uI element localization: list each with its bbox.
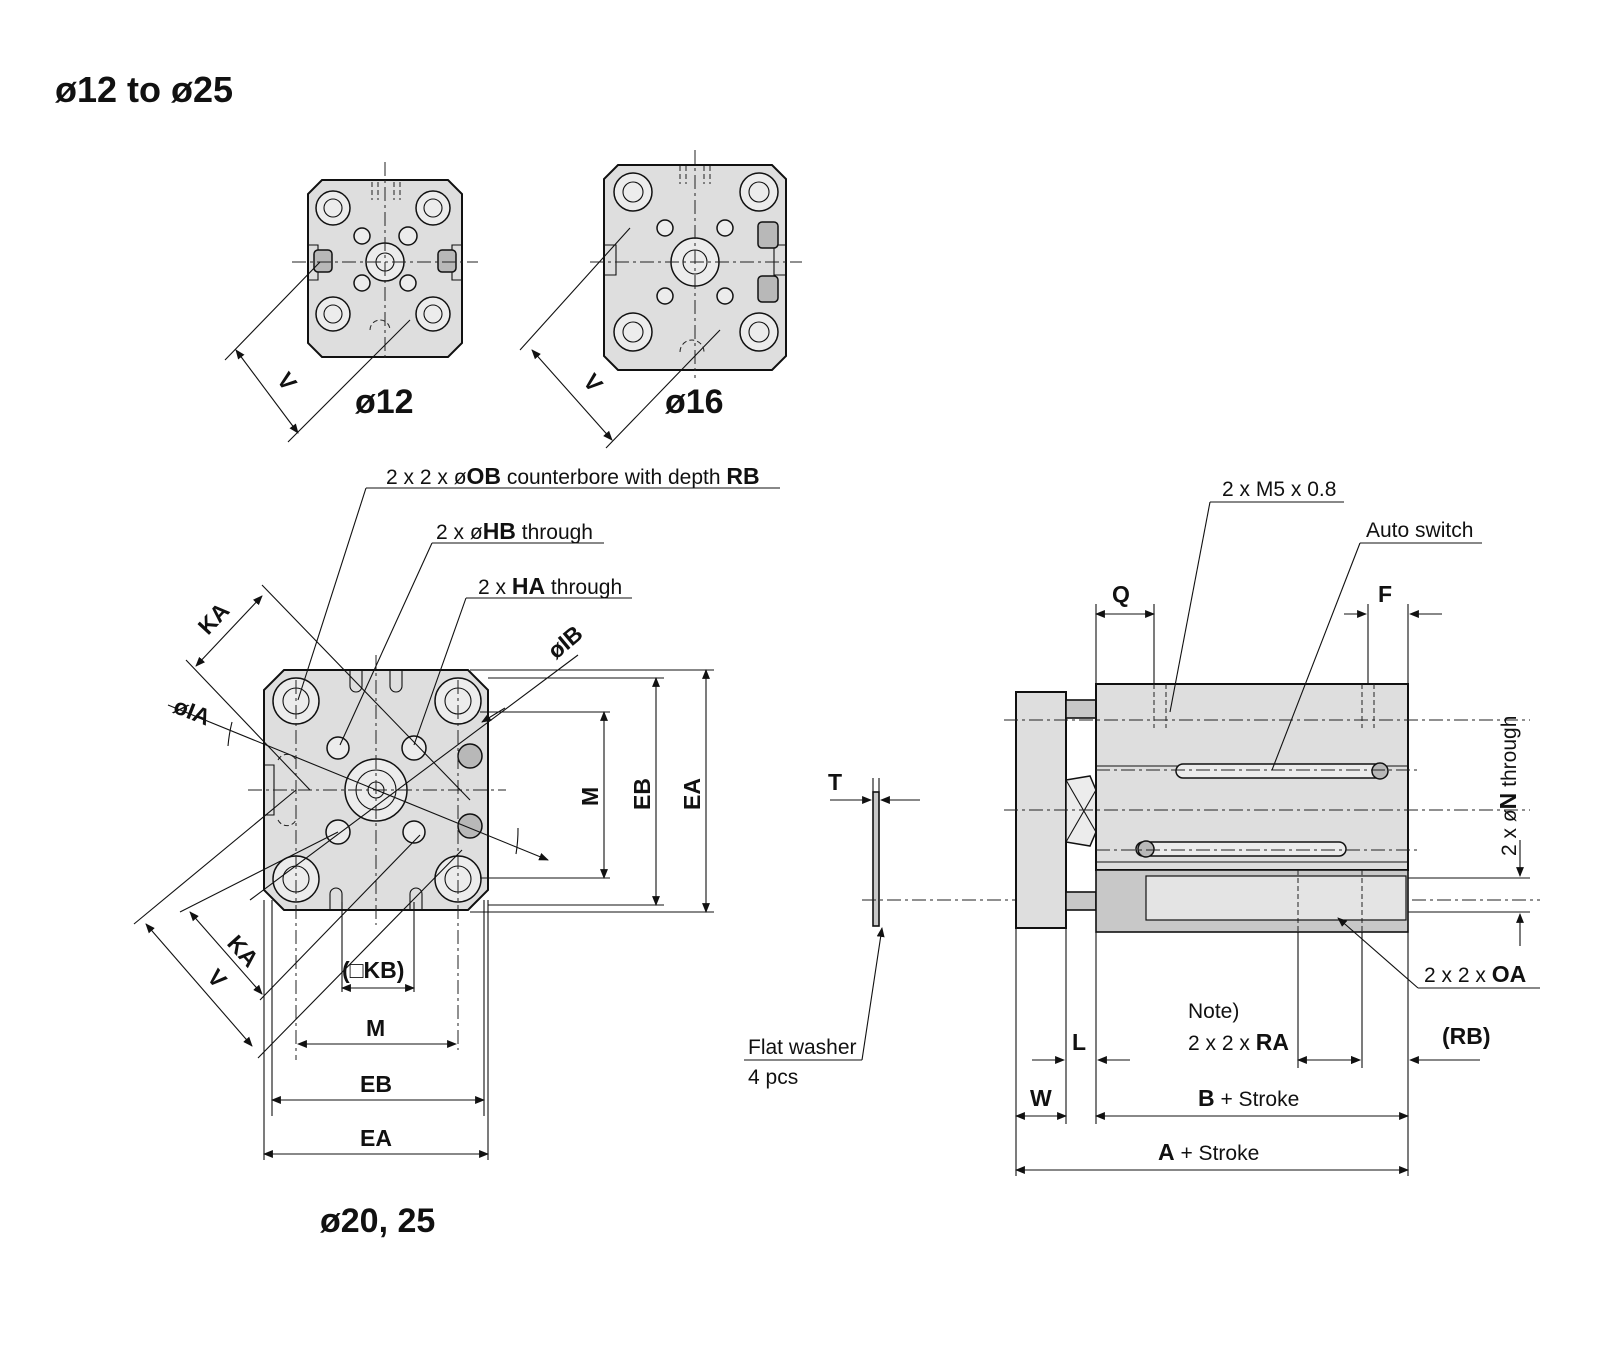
view-d12: V ø12	[224, 162, 478, 443]
caption-d12: ø12	[355, 383, 414, 421]
dim-a-stroke: A + Stroke	[1158, 1139, 1259, 1165]
dim-rb: (RB)	[1442, 1023, 1491, 1049]
dim-t: T	[828, 769, 842, 795]
dim-v: V	[202, 964, 232, 993]
dim-w: W	[1030, 1085, 1052, 1111]
view-d16: V ø16	[519, 150, 802, 449]
port-callout: 2 x M5 x 0.8	[1222, 478, 1336, 501]
dim-ia: øIA	[170, 693, 214, 731]
callout-oa: 2 x 2 x OA	[1424, 961, 1526, 987]
dim-ka-top: KA	[193, 597, 235, 639]
callout-ha: 2 x HA through	[478, 573, 622, 599]
callout-ob: 2 x 2 x øOB counterbore with depth RB	[386, 463, 760, 489]
page-title: ø12 to ø25	[55, 69, 233, 110]
callout-hb: 2 x øHB through	[436, 518, 593, 544]
view-d20-25: 2 x 2 x øOB counterbore with depth RB 2 …	[133, 463, 780, 1240]
dim-eb-bottom: EB	[360, 1071, 392, 1097]
dim-m-right: M	[577, 787, 603, 806]
dim-q: Q	[1112, 581, 1130, 607]
dim-v-label: V	[272, 367, 302, 395]
dim-ea-bottom: EA	[360, 1125, 392, 1151]
dim-f: F	[1378, 581, 1392, 607]
dim-l: L	[1072, 1029, 1086, 1055]
dim-m-bottom: M	[366, 1015, 385, 1041]
note-label: Note)	[1188, 1000, 1239, 1023]
dim-eb-right: EB	[629, 778, 655, 810]
dim-kb: (□KB)	[342, 957, 404, 983]
callout-ra: 2 x 2 x RA	[1188, 1029, 1289, 1055]
washer-label: Flat washer	[748, 1036, 857, 1059]
dim-v-label: V	[578, 369, 608, 398]
side-view: Q F 2 x M5 x 0.8 Auto switch 2 x øN thro…	[1004, 478, 1540, 1176]
caption-d16: ø16	[665, 383, 724, 421]
auto-switch-callout: Auto switch	[1366, 519, 1473, 542]
dim-ka-bottom: KA	[222, 930, 264, 972]
caption-d20-25: ø20, 25	[320, 1202, 435, 1240]
dim-b-stroke: B + Stroke	[1198, 1085, 1299, 1111]
washer-qty: 4 pcs	[748, 1066, 798, 1089]
through-n: 2 x øN through	[1495, 716, 1521, 856]
dim-ib: øIB	[543, 620, 588, 664]
dim-ea-right: EA	[679, 778, 705, 810]
